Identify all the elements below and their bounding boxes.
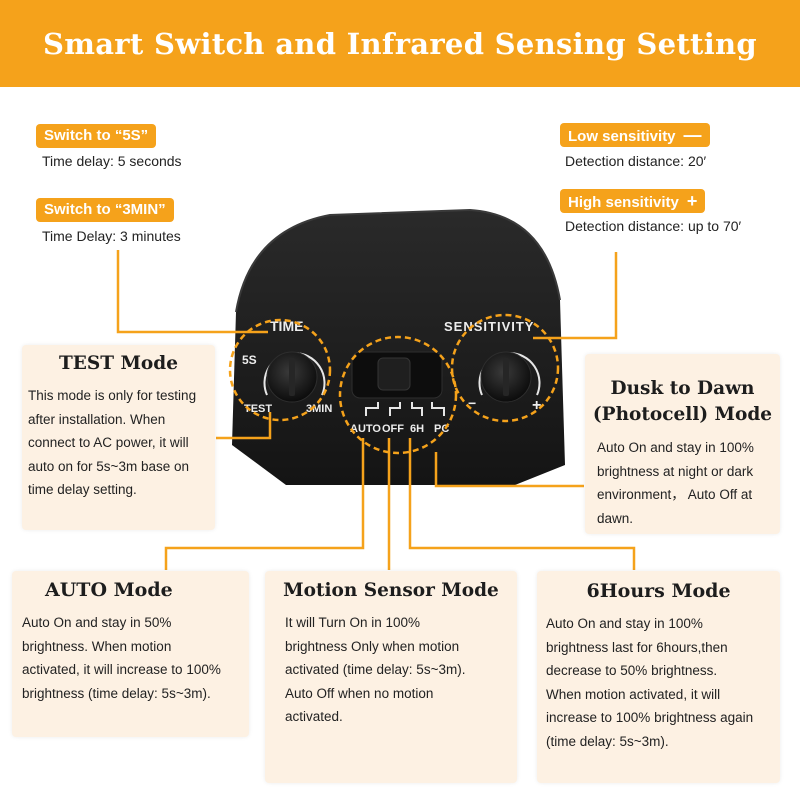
switch-3min-desc: Time Delay: 3 minutes	[42, 228, 181, 244]
high-sensitivity-desc: Detection distance: up to 70′	[565, 218, 742, 234]
six-hours-mode-line: Auto On and stay in 100%	[546, 616, 703, 631]
auto-mode-title: AUTO Mode	[45, 579, 173, 601]
page-title: Smart Switch and Infrared Sensing Settin…	[42, 26, 758, 61]
motion-mode-line: Auto Off when no motion	[285, 685, 434, 701]
mode-switch-marks	[365, 402, 445, 416]
dusk-to-dawn-title: Dusk to Dawn (Photocell) Mode	[585, 376, 780, 428]
test-mode-card: TEST Mode This mode is only for testing …	[22, 345, 215, 530]
low-sensitivity-label: Low sensitivity	[568, 128, 676, 145]
dusk-mode-line: brightness at night or dark	[597, 463, 754, 479]
high-sensitivity-tag: High sensitivity +	[560, 189, 706, 213]
mode-auto-label: AUTO	[350, 423, 381, 435]
time-leader-line	[116, 250, 268, 334]
minus-icon: —	[683, 125, 702, 145]
mode-6h-label: 6H	[410, 423, 424, 435]
auto-mode-line: brightness. When motion	[22, 638, 172, 654]
switch-3min-label: Switch to “3MIN”	[44, 201, 166, 218]
sensitivity-label: SENSITIVITY	[444, 319, 534, 334]
auto-mode-card: AUTO Mode Auto On and stay in 50% bright…	[12, 571, 249, 737]
test-leader-line	[216, 412, 272, 440]
switch-5s-label: Switch to “5S”	[44, 127, 149, 144]
sensitivity-minus-label: −	[468, 395, 476, 411]
sensitivity-leader-line	[533, 252, 618, 340]
six-hours-mode-line: brightness last for 6hours,then	[546, 639, 728, 655]
dusk-title-line2: (Photocell) Mode	[592, 404, 773, 425]
six-hours-mode-line: (time delay: 5s~3m).	[546, 733, 669, 749]
time-5s-label: 5S	[242, 353, 257, 367]
auto-mode-line: brightness (time delay: 5s~3m).	[22, 685, 211, 701]
dusk-mode-line: environment， Auto Off at	[597, 487, 753, 502]
plus-icon: +	[686, 191, 698, 211]
low-sensitivity-desc: Detection distance: 20′	[565, 153, 707, 169]
time-test-label: TEST	[244, 403, 272, 415]
switch-3min-tag: Switch to “3MIN”	[36, 198, 174, 222]
auto-mode-line: Auto On and stay in 50%	[22, 615, 172, 630]
time-highlight-circle	[228, 318, 332, 422]
low-sensitivity-tag: Low sensitivity —	[560, 123, 710, 147]
motion-mode-line: It will Turn On in 100%	[285, 615, 421, 630]
test-mode-line: auto on for 5s~3m base on	[28, 458, 189, 474]
six-hours-mode-line: When motion activated, it will	[546, 686, 721, 702]
six-hours-leader-line	[408, 438, 636, 570]
mode-switch-slider	[377, 357, 411, 391]
six-hours-mode-line: increase to 100% brightness again	[546, 710, 754, 725]
switch-5s-desc: Time delay: 5 seconds	[42, 153, 182, 169]
motion-sensor-mode-title: Motion Sensor Mode	[283, 580, 499, 601]
title-banner: Smart Switch and Infrared Sensing Settin…	[0, 0, 800, 87]
dusk-leader-line	[434, 452, 584, 488]
sensitivity-highlight-circle	[450, 313, 560, 423]
auto-mode-line: activated, it will increase to 100%	[22, 662, 221, 677]
test-mode-line: after installation. When	[28, 411, 166, 427]
six-hours-mode-line: decrease to 50% brightness.	[546, 663, 718, 678]
dusk-mode-line: dawn.	[597, 510, 634, 526]
motion-mode-line: activated.	[285, 709, 343, 724]
dusk-mode-line: Auto On and stay in 100%	[597, 440, 754, 455]
device-body	[232, 210, 565, 485]
test-mode-line: time delay setting.	[28, 482, 137, 497]
mode-pc-label: PC	[434, 423, 449, 435]
time-3min-label: 3MIN	[306, 403, 332, 415]
motion-mode-line: brightness Only when motion	[285, 638, 460, 654]
sensitivity-plus-label: +	[532, 397, 541, 414]
test-mode-title: TEST Mode	[59, 353, 178, 374]
mode-highlight-circle	[338, 335, 458, 455]
motion-sensor-mode-card: Motion Sensor Mode It will Turn On in 10…	[265, 571, 517, 783]
auto-leader-line	[164, 438, 365, 570]
six-hours-mode-title: 6Hours Mode	[586, 580, 731, 602]
test-mode-line: This mode is only for testing	[28, 388, 197, 403]
six-hours-mode-card: 6Hours Mode Auto On and stay in 100% bri…	[537, 571, 780, 783]
mode-off-label: OFF	[382, 423, 404, 435]
high-sensitivity-label: High sensitivity	[568, 194, 679, 211]
switch-5s-tag: Switch to “5S”	[36, 124, 157, 148]
motion-mode-line: activated (time delay: 5s~3m).	[285, 662, 466, 677]
dusk-to-dawn-card: Dusk to Dawn (Photocell) Mode Auto On an…	[585, 354, 780, 534]
dusk-title-line1: Dusk to Dawn	[610, 378, 755, 399]
test-mode-line: connect to AC power, it will	[28, 435, 189, 450]
